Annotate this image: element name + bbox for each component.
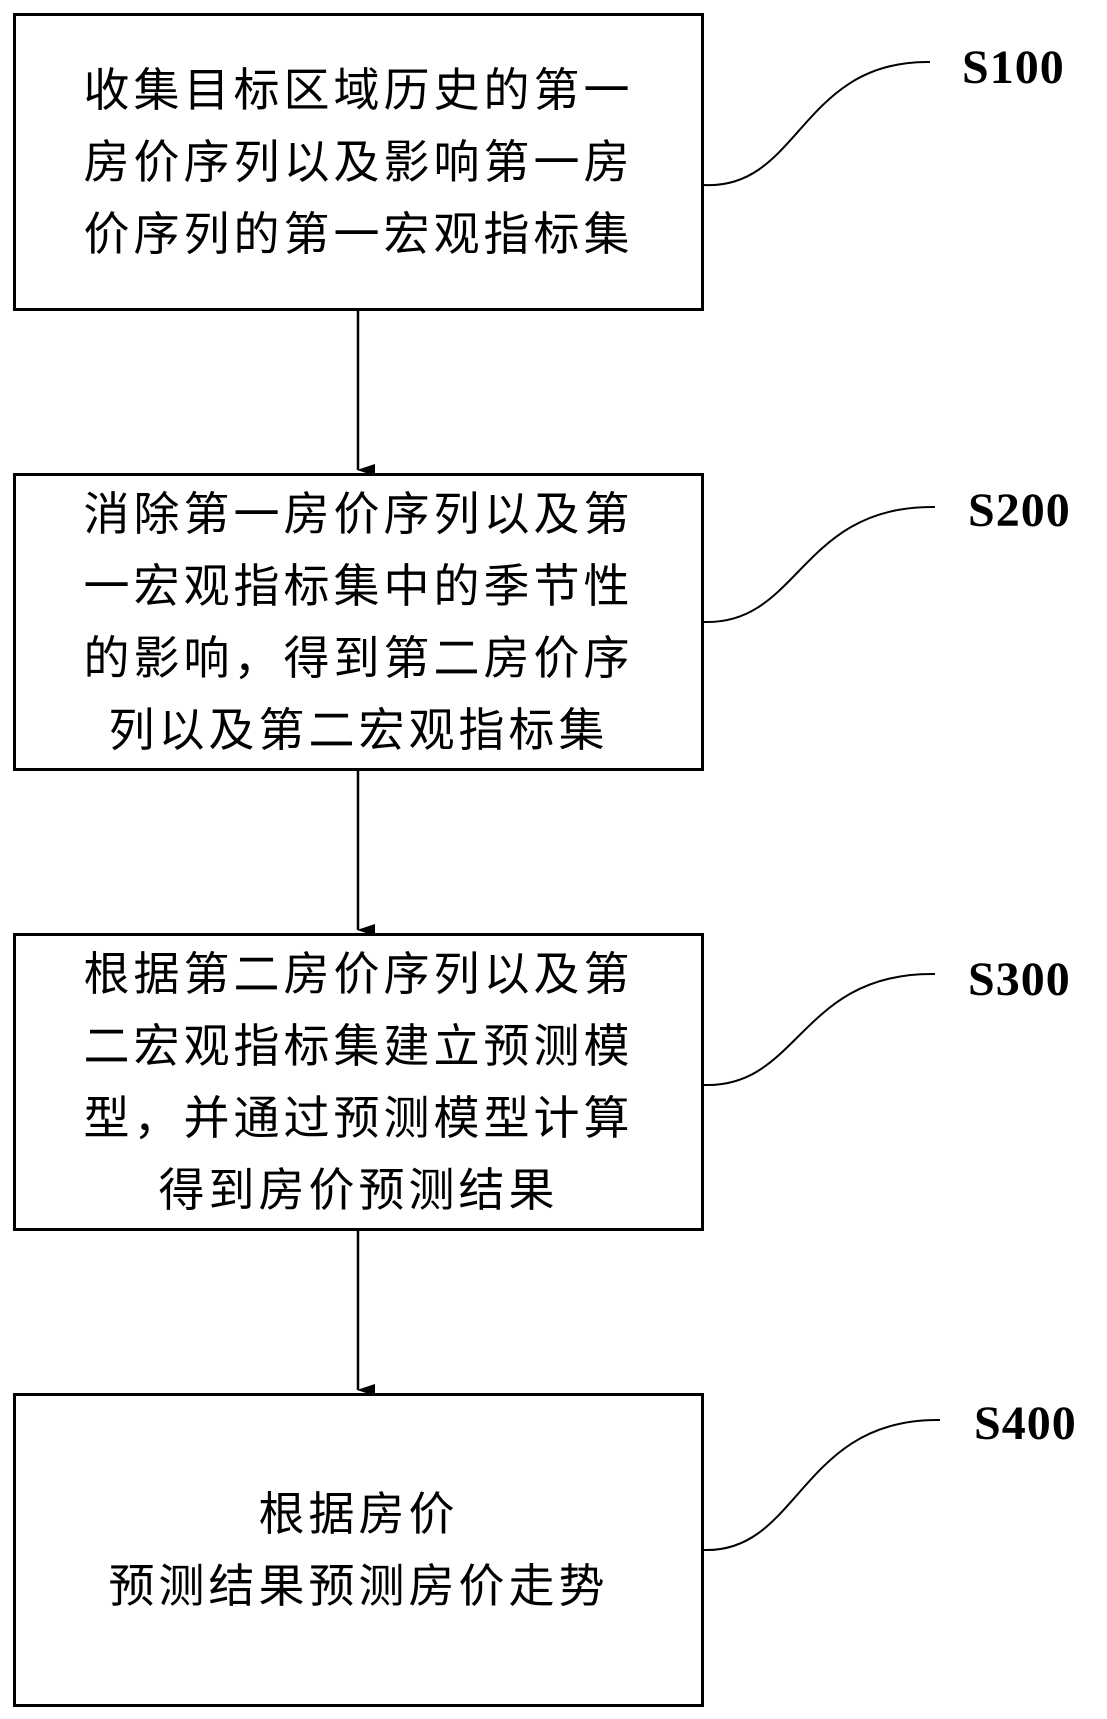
step-box-s200: 消除第一房价序列以及第 一宏观指标集中的季节性 的影响，得到第二房价序 列以及第… <box>13 473 704 771</box>
step-text-s100: 收集目标区域历史的第一 房价序列以及影响第一房 价序列的第一宏观指标集 <box>83 63 634 261</box>
step-label-s200: S200 <box>968 484 1071 537</box>
step-text-s400: 根据房价 预测结果预测房价走势 <box>108 1487 609 1613</box>
step-box-s100: 收集目标区域历史的第一 房价序列以及影响第一房 价序列的第一宏观指标集 <box>13 13 704 311</box>
step-label-s100: S100 <box>962 41 1065 94</box>
step-text-s200: 消除第一房价序列以及第 一宏观指标集中的季节性 的影响，得到第二房价序 列以及第… <box>83 487 634 757</box>
leader-curve-s300 <box>703 972 936 1087</box>
leader-curve-s400 <box>703 1418 941 1552</box>
step-label-s400: S400 <box>974 1397 1077 1450</box>
leader-curve-s200 <box>703 505 936 624</box>
step-box-s400: 根据房价 预测结果预测房价走势 <box>13 1393 704 1707</box>
step-label-s300: S300 <box>968 953 1071 1006</box>
leader-curve-s100 <box>703 60 931 187</box>
step-text-s300: 根据第二房价序列以及第 二宏观指标集建立预测模 型，并通过预测模型计算 得到房价… <box>83 947 634 1217</box>
